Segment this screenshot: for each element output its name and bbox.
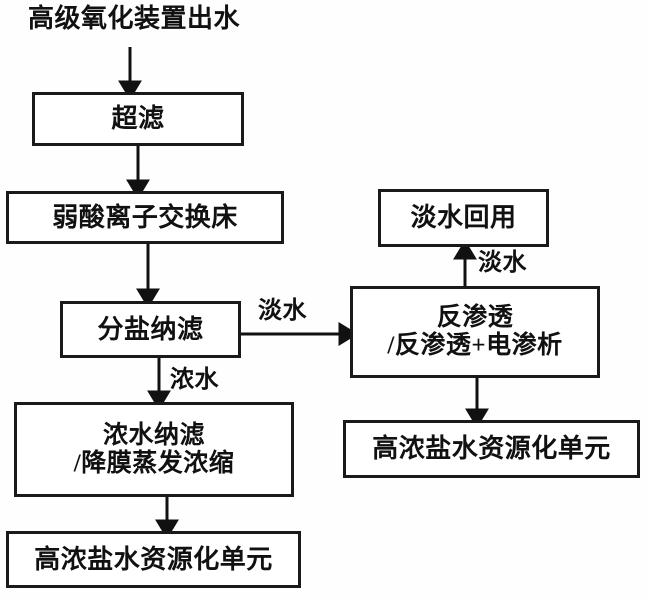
edge-label-concentrated-water: 浓水 bbox=[170, 367, 219, 393]
node-reverse-osmosis-label-line2: /反渗透+电渗析 bbox=[387, 332, 563, 359]
node-brine-resource-unit-left[interactable]: 高浓盐水资源化单元 bbox=[6, 531, 301, 588]
edge-label-fresh-water-to-ro: 淡水 bbox=[258, 298, 307, 324]
node-reverse-osmosis-label-line1: 反渗透 bbox=[436, 304, 514, 331]
edge-label-fresh-water-to-reuse: 淡水 bbox=[478, 250, 527, 276]
node-weak-acid-ion-exchange-bed-label: 弱酸离子交换床 bbox=[52, 202, 238, 232]
node-brine-resource-unit-left-label: 高浓盐水资源化单元 bbox=[34, 544, 273, 574]
node-ultrafiltration[interactable]: 超滤 bbox=[32, 92, 244, 146]
diagram-title: 高级氧化装置出水 bbox=[28, 4, 241, 33]
node-fresh-water-reuse-label: 淡水回用 bbox=[410, 203, 517, 233]
node-concentrate-nanofiltration-label-line1: 浓水纳滤 bbox=[102, 421, 205, 449]
node-salt-separation-nanofiltration[interactable]: 分盐纳滤 bbox=[60, 301, 241, 358]
node-concentrate-nanofiltration[interactable]: 浓水纳滤 /降膜蒸发浓缩 bbox=[14, 402, 294, 497]
node-fresh-water-reuse[interactable]: 淡水回用 bbox=[378, 189, 549, 247]
node-salt-separation-nanofiltration-label: 分盐纳滤 bbox=[97, 314, 204, 344]
node-brine-resource-unit-right[interactable]: 高浓盐水资源化单元 bbox=[343, 420, 640, 478]
node-ultrafiltration-label: 超滤 bbox=[111, 104, 165, 134]
node-brine-resource-unit-right-label: 高浓盐水资源化单元 bbox=[372, 434, 611, 464]
node-reverse-osmosis[interactable]: 反渗透 /反渗透+电渗析 bbox=[350, 286, 600, 378]
node-weak-acid-ion-exchange-bed[interactable]: 弱酸离子交换床 bbox=[6, 191, 284, 244]
node-concentrate-nanofiltration-label-line2: /降膜蒸发浓缩 bbox=[73, 449, 235, 477]
